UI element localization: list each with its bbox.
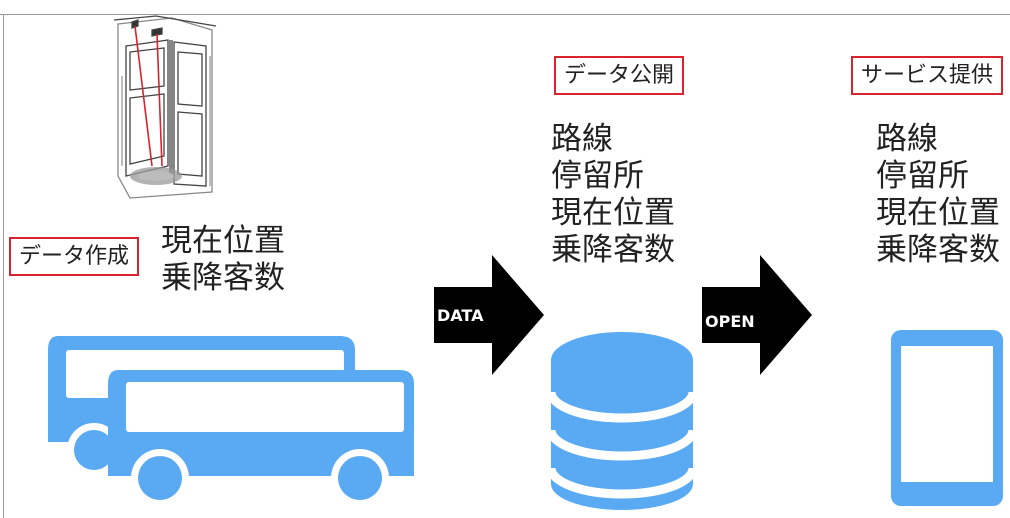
- stage-item: 乗降客数: [876, 232, 1000, 268]
- stage-item: 停留所: [551, 158, 644, 194]
- stage-items-publish: 路線 停留所 現在位置 乗降客数: [551, 121, 675, 269]
- stage-item: 乗降客数: [551, 232, 675, 268]
- bus-icon: [48, 336, 414, 507]
- stage-item: 路線: [551, 121, 613, 157]
- stage-items-service: 路線 停留所 現在位置 乗降客数: [876, 121, 1000, 269]
- frame-top-border: [0, 14, 1010, 15]
- open-arrow-label: OPEN: [705, 312, 755, 331]
- open-arrow-icon: [702, 255, 812, 375]
- frame-left-border: [3, 14, 4, 518]
- stage-label-publish: データ公開: [554, 56, 685, 95]
- stage-item: 現在位置: [551, 195, 675, 231]
- stage-label-create: データ作成: [9, 237, 140, 276]
- stage-item: 路線: [876, 121, 938, 157]
- stage-items-create: 現在位置 乗降客数: [161, 223, 285, 297]
- stage-item: 現在位置: [161, 223, 285, 259]
- stage-item: 停留所: [876, 158, 969, 194]
- stage-item: 現在位置: [876, 195, 1000, 231]
- data-arrow-label: DATA: [437, 306, 484, 325]
- data-arrow-icon: [434, 255, 544, 375]
- stage-label-service: サービス提供: [851, 56, 1004, 95]
- database-icon: [546, 332, 698, 510]
- stage-item: 乗降客数: [161, 260, 285, 296]
- bus-door-sensor-icon: [113, 15, 217, 199]
- tablet-icon: [891, 330, 1003, 506]
